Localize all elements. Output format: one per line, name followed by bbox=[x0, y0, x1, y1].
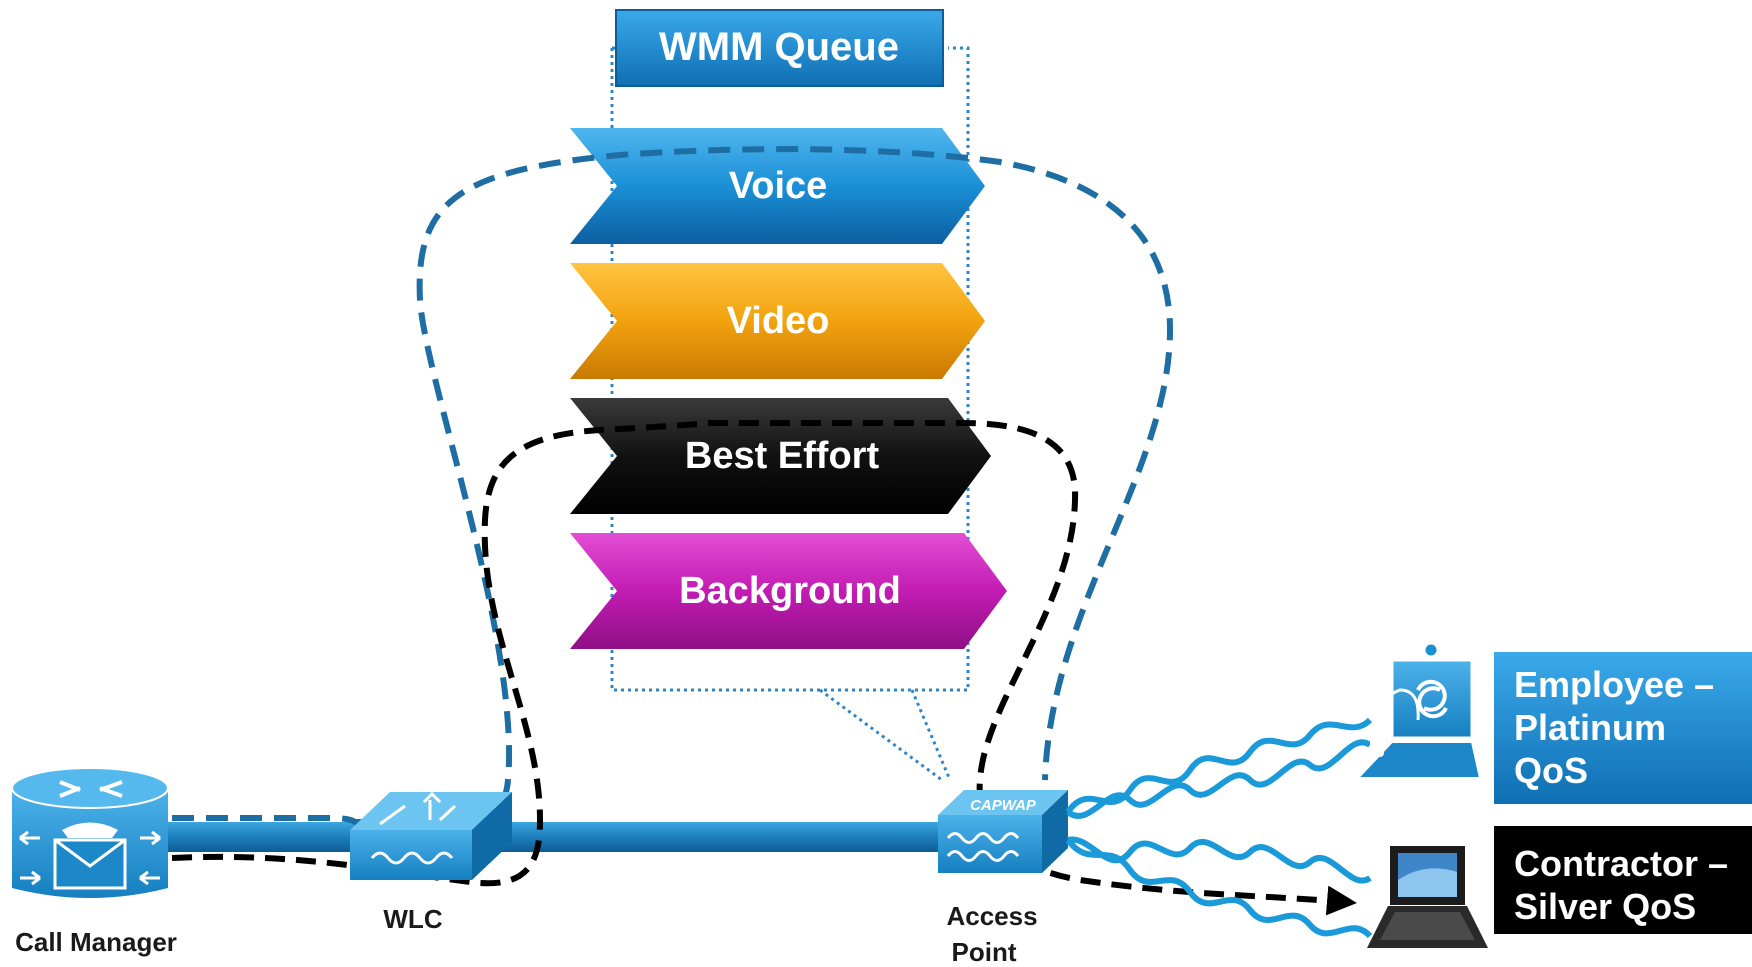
capwap-tag: CAPWAP bbox=[970, 797, 1037, 814]
wired-link-pipe bbox=[150, 822, 950, 852]
queue-video-label: Video bbox=[727, 300, 830, 342]
contractor-laptop-icon bbox=[1367, 846, 1488, 948]
employee-label-line1: Employee – bbox=[1514, 664, 1714, 705]
employee-platinum-box: Employee – Platinum QoS bbox=[1494, 652, 1752, 804]
voice-traffic-path bbox=[172, 146, 1174, 825]
contractor-label-line1: Contractor – bbox=[1514, 843, 1728, 884]
queue-voice-label: Voice bbox=[729, 165, 828, 207]
wmm-queue-title-text: WMM Queue bbox=[659, 25, 899, 69]
call-manager-label: Call Manager bbox=[15, 927, 177, 957]
contractor-silver-box: Contractor – Silver QoS bbox=[1494, 826, 1752, 934]
employee-label-line2: Platinum bbox=[1514, 707, 1666, 748]
call-manager-icon bbox=[11, 767, 169, 898]
access-point-label-line1: Access bbox=[946, 901, 1037, 931]
queue-best-effort-label: Best Effort bbox=[685, 435, 880, 477]
queue-voice: Voice bbox=[570, 128, 985, 244]
wlc-icon bbox=[350, 791, 512, 880]
access-point-label-line2: Point bbox=[952, 937, 1017, 967]
wmm-queue-title: WMM Queue bbox=[615, 9, 944, 87]
queue-background: Background bbox=[570, 533, 1007, 649]
wireless-link-employee bbox=[1065, 717, 1373, 819]
wlc-label: WLC bbox=[383, 904, 442, 934]
best-effort-traffic-path bbox=[171, 420, 1357, 916]
queue-background-label: Background bbox=[679, 570, 901, 612]
access-point-icon: CAPWAP bbox=[938, 790, 1068, 873]
queue-video: Video bbox=[570, 263, 985, 379]
contractor-label-line2: Silver QoS bbox=[1514, 886, 1696, 927]
employee-laptop-icon bbox=[1355, 643, 1482, 779]
queue-best-effort: Best Effort bbox=[570, 398, 991, 514]
wireless-link-contractor bbox=[1065, 836, 1373, 939]
employee-label-line3: QoS bbox=[1514, 750, 1588, 791]
